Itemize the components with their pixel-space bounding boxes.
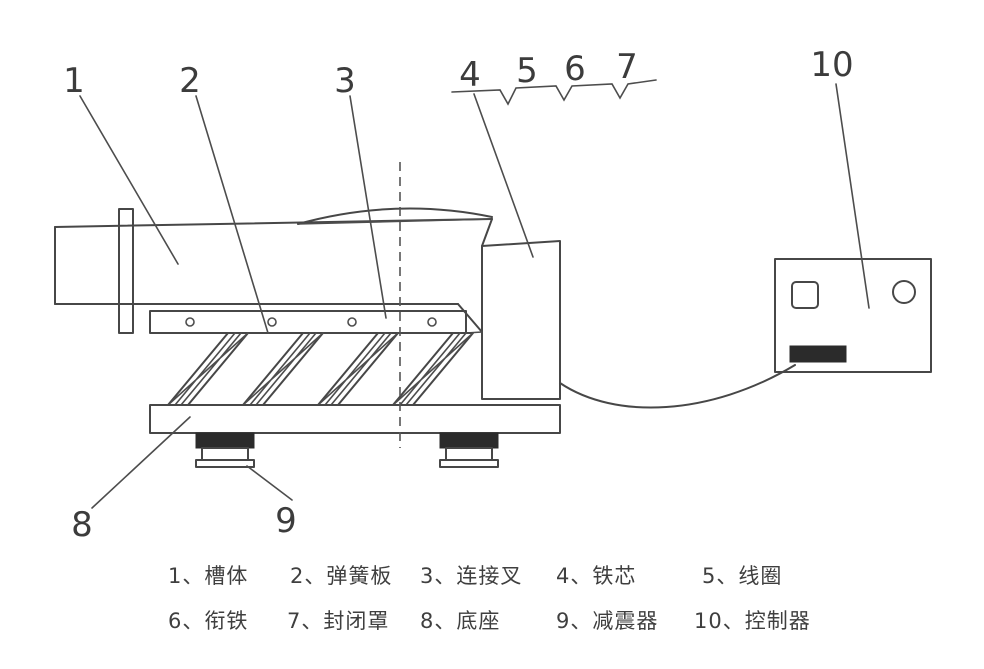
callout-10: 10 [810,45,853,85]
legend-item-6: 6、衔铁 [168,609,249,633]
cover-arc [297,207,493,225]
legend-item-7: 7、封闭罩 [287,609,390,633]
core-housing [481,240,561,400]
leader-line-3 [349,95,387,319]
base-plate [149,404,561,434]
legend-item-2: 2、弹簧板 [290,564,393,588]
leader-line-9 [246,465,293,501]
mounting-plate [149,310,483,334]
legend-item-10: 10、控制器 [694,609,811,633]
legend-item-8: 8、底座 [420,609,501,633]
callout-4: 4 [459,55,481,95]
callout-3: 3 [334,61,356,101]
connecting-wire [559,364,796,409]
connecting-fork [457,218,493,333]
callout-5: 5 [516,51,538,91]
legend-item-1: 1、槽体 [168,564,249,588]
leader-line-4567 [473,93,534,258]
bracket-squiggle-4567 [451,79,657,106]
callout-9: 9 [275,501,297,541]
legend-item-4: 4、铁芯 [556,564,637,588]
leader-line-10 [835,83,870,309]
shock-absorber-left [195,432,255,468]
shock-absorber-right [439,432,499,468]
callout-7: 7 [616,47,638,87]
leader-line-2 [195,95,269,334]
controller-box [774,258,932,373]
callout-2: 2 [179,61,201,101]
legend-item-5: 5、线圈 [702,564,783,588]
spring-plates [167,332,474,406]
trough-body [54,218,493,305]
callout-8: 8 [71,505,93,545]
leader-line-1 [79,95,179,265]
legend-item-9: 9、减震器 [556,609,659,633]
callout-6: 6 [564,49,586,89]
trough-flange [118,208,134,334]
callout-1: 1 [63,61,85,101]
legend-item-3: 3、连接叉 [420,564,523,588]
leader-line-8 [91,416,191,509]
